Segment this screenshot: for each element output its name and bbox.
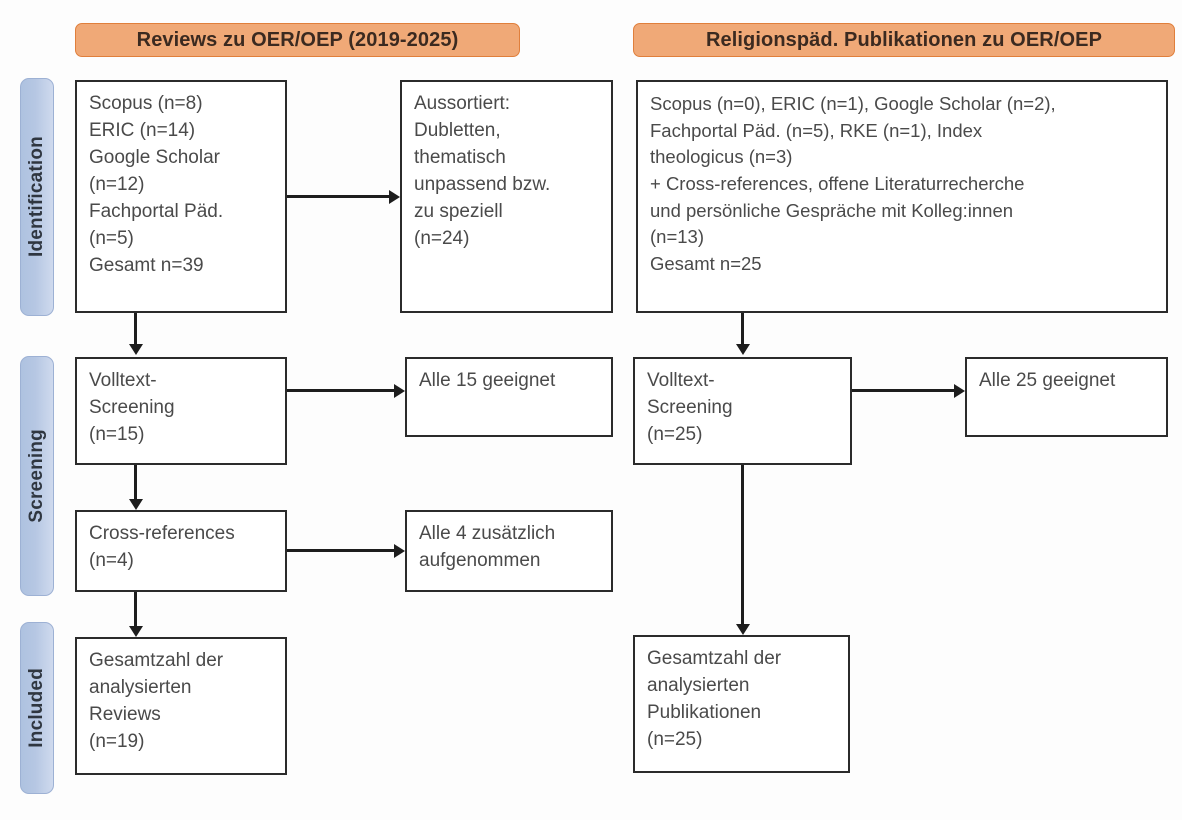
arrowhead-reviews-crossrefs-to-included [128, 626, 143, 637]
box-reviews-crossrefs-result: Alle 4 zusätzlich aufgenommen [405, 510, 613, 592]
box-reviews-fulltext-result: Alle 15 geeignet [405, 357, 613, 437]
box-religionspaed-included: Gesamtzahl der analysierten Publikatione… [633, 635, 850, 773]
stage-label-screening-text: Screening [26, 429, 47, 523]
arrowhead-religionspaed-fulltext-to-result [954, 383, 965, 398]
box-reviews-fulltext: Volltext- Screening (n=15) [75, 357, 287, 465]
stage-label-identification: Identification [20, 78, 54, 316]
stage-label-included-text: Included [26, 668, 47, 748]
stage-label-included: Included [20, 622, 54, 794]
banner-reviews: Reviews zu OER/OEP (2019-2025) [75, 23, 520, 57]
connector-reviews-fulltext-to-crossrefs [134, 465, 137, 499]
connector-reviews-crossrefs-to-result [287, 549, 394, 552]
box-religionspaed-fulltext: Volltext- Screening (n=25) [633, 357, 852, 465]
stage-label-screening: Screening [20, 356, 54, 596]
connector-reviews-fulltext-to-result [287, 389, 394, 392]
box-reviews-sources: Scopus (n=8) ERIC (n=14) Google Scholar … [75, 80, 287, 313]
arrowhead-reviews-crossrefs-to-result [394, 543, 405, 558]
arrowhead-reviews-fulltext-to-crossrefs [128, 499, 143, 510]
box-reviews-crossrefs: Cross-references (n=4) [75, 510, 287, 592]
arrowhead-reviews-fulltext-to-result [394, 383, 405, 398]
connector-religionspaed-sources-to-fulltext [741, 313, 744, 344]
box-reviews-excluded: Aussortiert: Dubletten, thematisch unpas… [400, 80, 613, 313]
connector-religionspaed-fulltext-to-included [741, 465, 744, 624]
stage-label-identification-text: Identification [26, 136, 47, 258]
arrowhead-reviews-sources-to-fulltext [128, 344, 143, 355]
banner-religionspaed: Religionspäd. Publikationen zu OER/OEP [633, 23, 1175, 57]
connector-reviews-sources-to-excluded [287, 195, 389, 198]
connector-reviews-crossrefs-to-included [134, 592, 137, 626]
arrowhead-religionspaed-sources-to-fulltext [735, 344, 750, 355]
box-religionspaed-sources: Scopus (n=0), ERIC (n=1), Google Scholar… [636, 80, 1168, 313]
connector-religionspaed-fulltext-to-result [852, 389, 954, 392]
box-religionspaed-fulltext-result: Alle 25 geeignet [965, 357, 1168, 437]
box-reviews-included: Gesamtzahl der analysierten Reviews (n=1… [75, 637, 287, 775]
arrowhead-reviews-sources-to-excluded [389, 189, 400, 204]
arrowhead-religionspaed-fulltext-to-included [735, 624, 750, 635]
connector-reviews-sources-to-fulltext [134, 313, 137, 344]
